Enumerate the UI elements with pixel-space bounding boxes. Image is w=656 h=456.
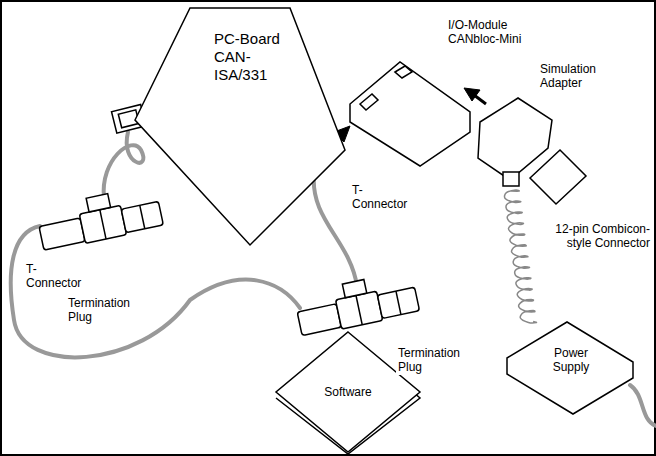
coil-cable <box>504 190 536 323</box>
power-supply: Power Supply <box>505 318 637 418</box>
left-t-connector <box>35 184 163 252</box>
node-label: Power Supply <box>540 346 602 375</box>
adapter-plug <box>503 172 519 186</box>
part-label: I/O-Module CANbloc-Mini <box>446 18 532 47</box>
combicon-connector <box>530 150 586 204</box>
pc-board: PC-Board CAN- ISA/331 <box>118 6 350 251</box>
mains-cord <box>630 385 656 426</box>
node-label: PC-Board CAN- ISA/331 <box>214 30 296 84</box>
io-module <box>350 62 470 166</box>
part-label: T- Connector <box>24 262 90 291</box>
adapter-arrow-head <box>464 88 480 101</box>
io-module-detail <box>360 66 412 110</box>
part-label: 12-pin Combicon-style Connector <box>552 222 652 251</box>
part-label: Termination Plug <box>396 346 476 375</box>
node-label: Software <box>308 385 388 399</box>
part-label: T- Connector <box>350 183 416 212</box>
board-cable <box>104 132 144 198</box>
node-shape <box>507 322 633 414</box>
part-label: Simulation Adapter <box>538 62 614 91</box>
part-label: Termination Plug <box>66 296 146 325</box>
right-t-connector <box>293 270 420 338</box>
node-shape <box>135 8 345 245</box>
